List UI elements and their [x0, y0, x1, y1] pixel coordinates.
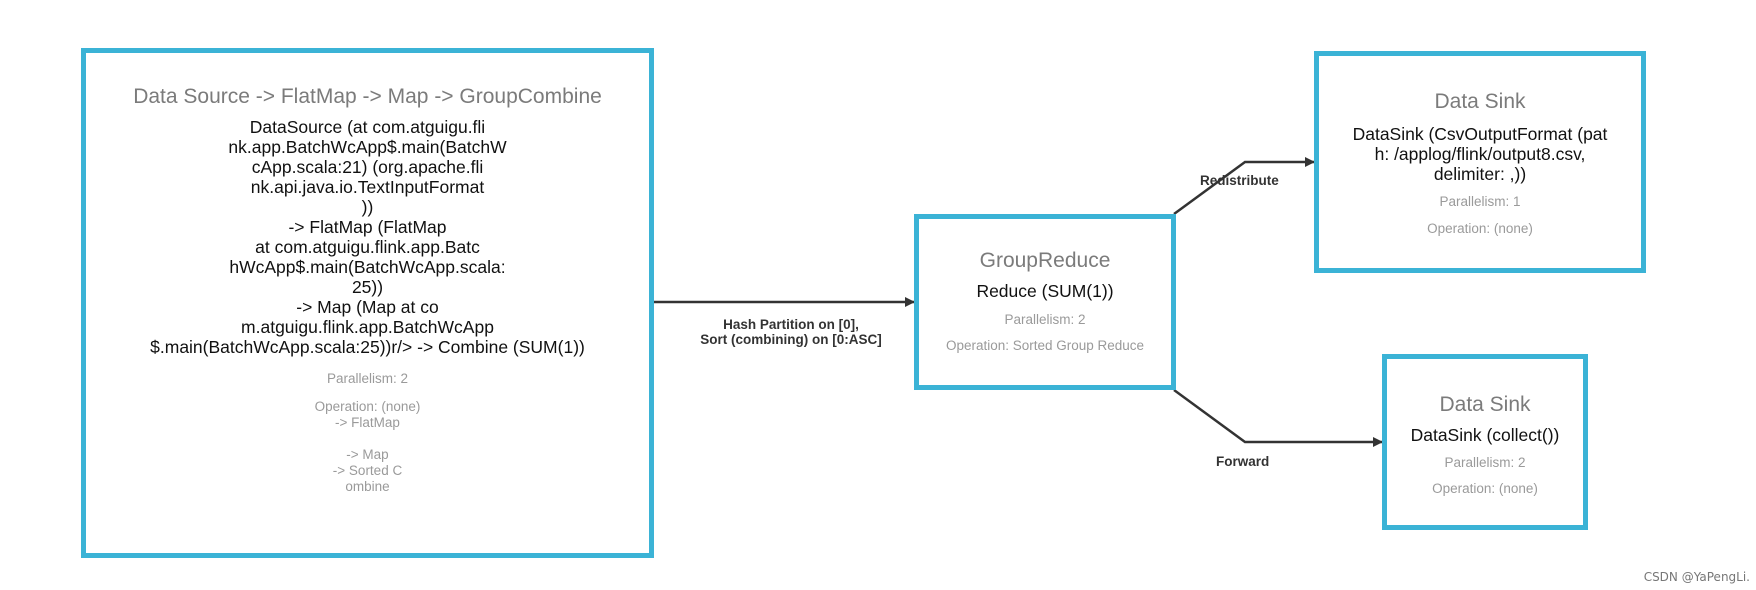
- node-title: Data Sink: [1439, 393, 1531, 416]
- description-line: delimiter: ,)): [1433, 164, 1527, 184]
- node-operation: Operation: Sorted Group Reduce: [919, 338, 1171, 354]
- node-title: Data Source -> FlatMap -> Map -> GroupCo…: [133, 85, 602, 108]
- description-line: Reduce (SUM(1)): [976, 281, 1114, 301]
- description-line: -> FlatMap (FlatMap: [288, 217, 447, 237]
- node-description: Reduce (SUM(1)): [919, 281, 1171, 301]
- node-data-source[interactable]: Data Source -> FlatMap -> Map -> GroupCo…: [81, 48, 654, 558]
- edge-label-line: Hash Partition on [0],: [723, 317, 859, 332]
- operation-line: Operation: Sorted Group Reduce: [945, 338, 1145, 353]
- description-line: nk.app.BatchWcApp$.main(BatchW: [228, 137, 507, 157]
- operation-line: Operation: (none): [1432, 481, 1538, 496]
- operation-line: [86, 431, 649, 447]
- watermark: CSDN @YaPengLi.: [1643, 570, 1750, 584]
- node-parallelism: Parallelism: 2: [326, 371, 409, 386]
- node-description: DataSource (at com.atguigu.fli nk.app.Ba…: [86, 117, 649, 357]
- node-data-sink-collect[interactable]: Data Sink DataSink (collect()) Paralleli…: [1382, 354, 1588, 530]
- edge-label-forward: Forward: [1216, 454, 1269, 469]
- edge-label-line: Redistribute: [1200, 173, 1279, 188]
- description-line: m.atguigu.flink.app.BatchWcApp: [241, 317, 494, 337]
- operation-line: ombine: [345, 479, 390, 494]
- description-line: -> Map (Map at co: [296, 297, 439, 317]
- operation-line: Operation: (none): [314, 399, 421, 414]
- edge-label-redistribute: Redistribute: [1200, 173, 1279, 188]
- operation-line: -> Map: [346, 447, 389, 462]
- description-line: nk.api.java.io.TextInputFormat: [250, 177, 485, 197]
- description-line: cApp.scala:21) (org.apache.fli: [251, 157, 484, 177]
- node-operation: Operation: (none): [1387, 481, 1583, 497]
- description-line: $.main(BatchWcApp.scala:25))r/> -> Combi…: [150, 337, 585, 357]
- description-line: h: /applog/flink/output8.csv,: [1374, 144, 1586, 164]
- node-description: DataSink (collect()): [1387, 425, 1583, 445]
- edge-label-hash-partition: Hash Partition on [0], Sort (combining) …: [676, 317, 906, 347]
- edge-label-line: Sort (combining) on [0:ASC]: [700, 332, 882, 347]
- node-parallelism: Parallelism: 2: [1444, 455, 1526, 470]
- operation-line: -> Sorted C: [332, 463, 403, 478]
- node-group-reduce[interactable]: GroupReduce Reduce (SUM(1)) Parallelism:…: [914, 214, 1176, 390]
- edge-reduce-to-collect-sink: [1173, 388, 1383, 447]
- edge-label-line: Forward: [1216, 454, 1270, 469]
- edge-reduce-to-csv-sink: [1173, 157, 1315, 216]
- description-line: hWcApp$.main(BatchWcApp.scala:: [229, 257, 506, 277]
- description-line: DataSource (at com.atguigu.fli: [249, 117, 486, 137]
- description-line: at com.atguigu.flink.app.Batc: [255, 237, 480, 257]
- node-description: DataSink (CsvOutputFormat (pat h: /applo…: [1319, 124, 1641, 184]
- node-operation: Operation: (none): [1319, 221, 1641, 237]
- node-data-sink-csv[interactable]: Data Sink DataSink (CsvOutputFormat (pat…: [1314, 51, 1646, 273]
- description-line: DataSink (CsvOutputFormat (pat: [1352, 124, 1608, 144]
- node-parallelism: Parallelism: 1: [1439, 194, 1521, 209]
- node-parallelism: Parallelism: 2: [1004, 312, 1086, 327]
- node-title: GroupReduce: [979, 249, 1111, 272]
- operation-line: Operation: (none): [1427, 221, 1533, 236]
- node-title: Data Sink: [1434, 90, 1526, 113]
- description-line: DataSink (collect()): [1410, 425, 1560, 445]
- description-line: 25)): [351, 277, 384, 297]
- node-operation: Operation: (none) -> FlatMap -> Map -> S…: [86, 399, 649, 495]
- description-line: )): [361, 197, 374, 217]
- operation-line: -> FlatMap: [335, 415, 400, 430]
